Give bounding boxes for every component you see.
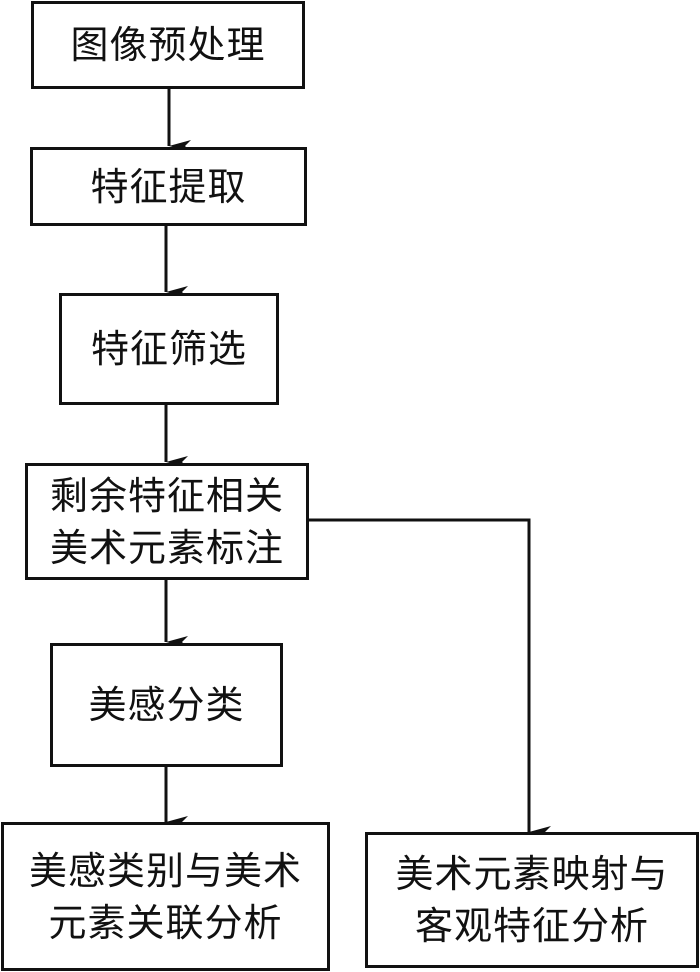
node-label-line-1: 剩余特征相关 (49, 473, 284, 518)
node-aesthetic-classification: 美感分类 (50, 643, 283, 767)
node-label: 特征提取 (90, 164, 247, 209)
node-label: 美感分类 (88, 683, 245, 727)
node-label-line-2: 美术元素标注 (49, 525, 284, 570)
node-label-line-2: 元素关联分析 (48, 900, 283, 945)
node-label: 特征筛选 (90, 327, 247, 371)
node-category-art-association: 美感类别与美术 元素关联分析 (1, 822, 330, 971)
node-label-line-2: 客观特征分析 (414, 904, 649, 948)
node-feature-extraction: 特征提取 (30, 147, 307, 226)
node-label-line-1: 美术元素映射与 (395, 852, 669, 896)
node-label: 图像预处理 (70, 23, 266, 67)
edge-annotate-to-mapping (308, 518, 551, 838)
node-feature-selection: 特征筛选 (59, 293, 279, 405)
node-image-preprocessing: 图像预处理 (31, 1, 305, 89)
node-label-line-1: 美感类别与美术 (28, 848, 302, 893)
node-feature-art-annotation: 剩余特征相关 美术元素标注 (25, 463, 309, 580)
node-art-mapping-objective-analysis: 美术元素映射与 客观特征分析 (365, 832, 699, 968)
